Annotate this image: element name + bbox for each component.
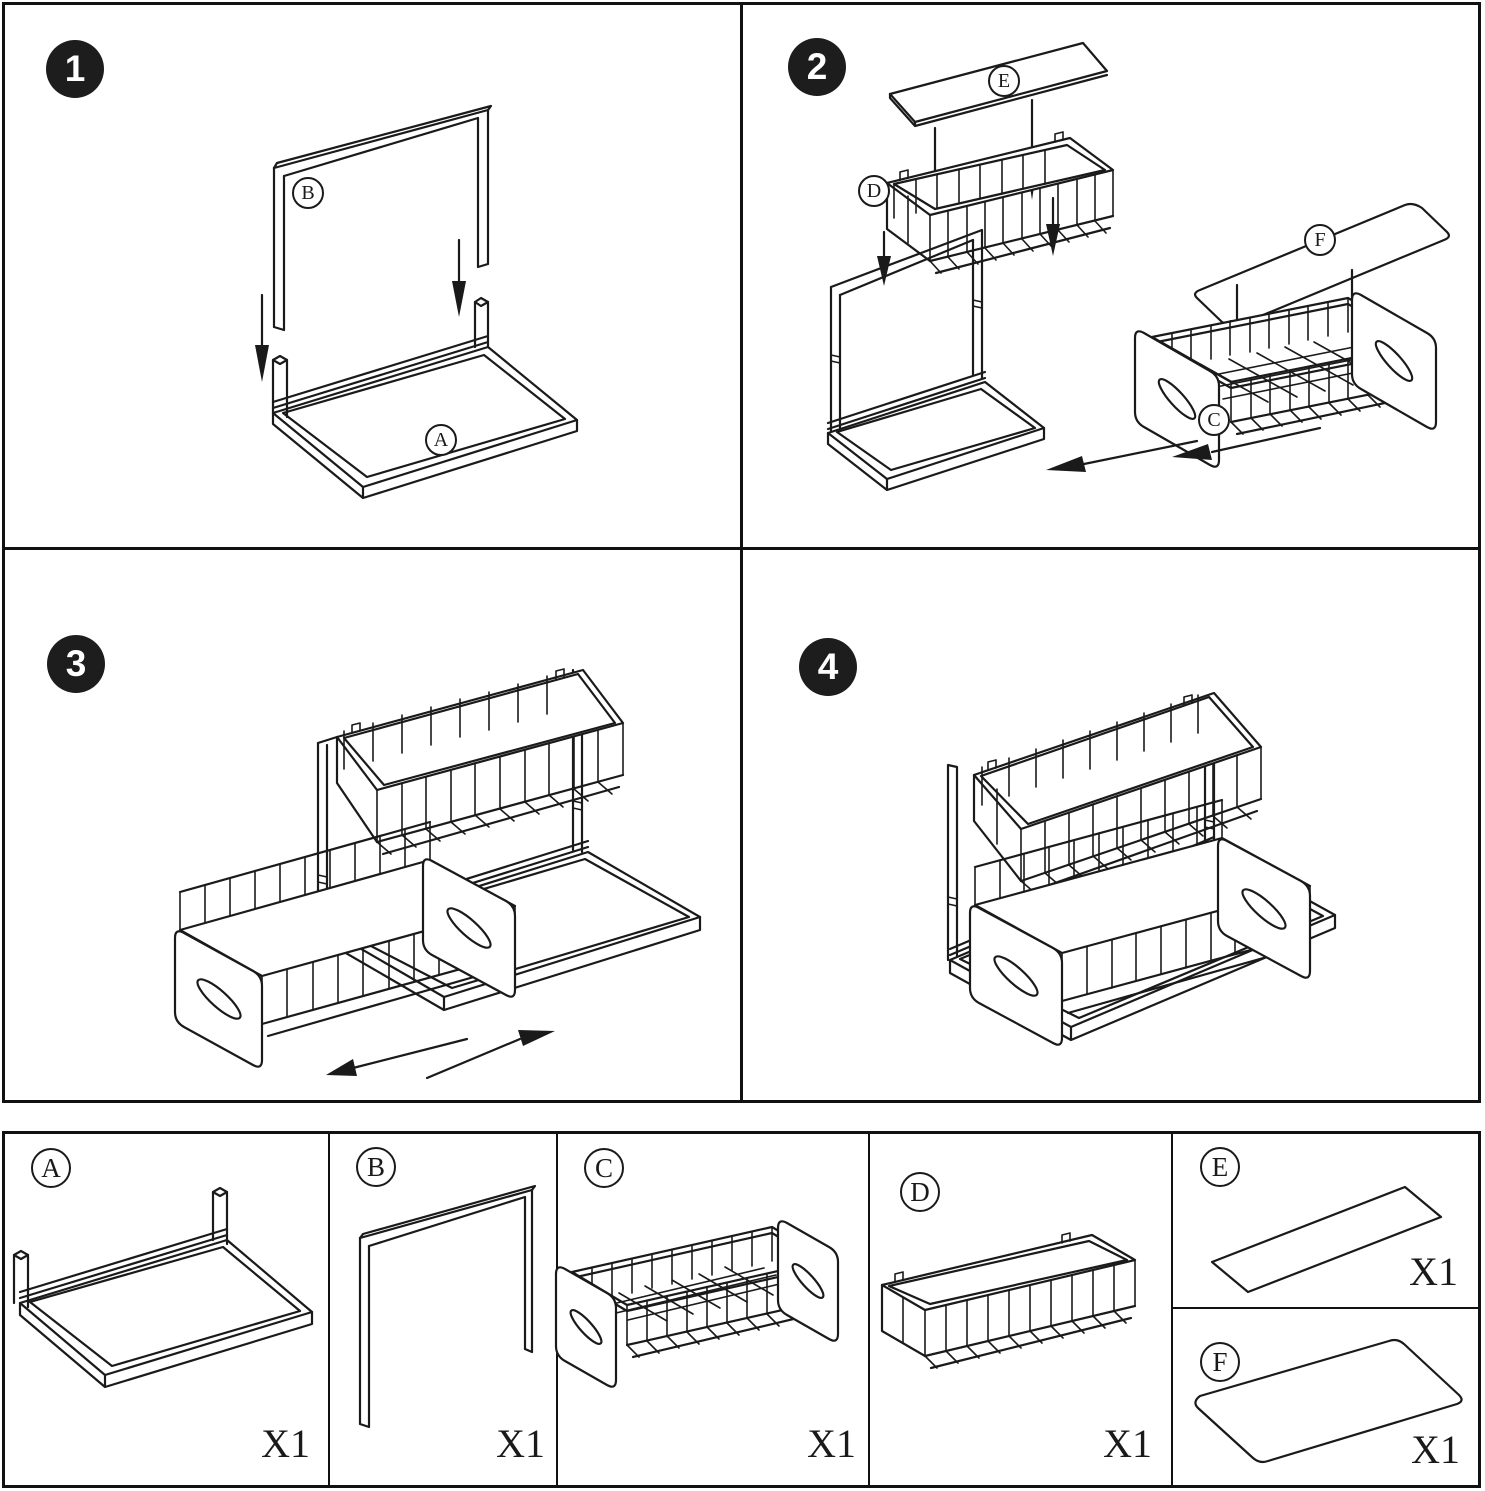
- part-e-label: E: [1200, 1147, 1240, 1187]
- parts-list-border: [2, 1131, 1481, 1488]
- part-a-quantity: X1: [261, 1421, 310, 1466]
- part-b-quantity: X1: [496, 1421, 545, 1466]
- steps-grid-border: [2, 2, 1481, 1103]
- drawer-c-slid-out-drawing: [173, 820, 517, 1068]
- basket-c-drawing: [1133, 292, 1438, 468]
- parts-list-diagrams: [12, 1184, 1463, 1464]
- slide-left-arrow-icon: [1046, 426, 1322, 472]
- step-1-badge: 1: [46, 40, 104, 98]
- part-c-quantity: X1: [807, 1421, 856, 1466]
- part-c-label: C: [584, 1148, 624, 1188]
- part-b-label: B: [356, 1147, 396, 1187]
- basket-d-drawing: [885, 131, 1115, 275]
- step-2-number: 2: [806, 46, 828, 87]
- step1-part-b-label: B: [292, 177, 324, 209]
- step1-part-a-label: A: [425, 424, 457, 456]
- down-arrow-icon: [255, 238, 466, 382]
- part-f-quantity: X1: [1411, 1427, 1460, 1472]
- step-4-badge: 4: [799, 638, 857, 696]
- steps-grid-vertical-divider: [740, 5, 743, 1100]
- parts-divider-cd: [868, 1134, 870, 1485]
- step2-part-d-label: D: [858, 175, 890, 207]
- part-e-quantity: X1: [1409, 1249, 1458, 1294]
- base-part-a-drawing: [271, 296, 579, 500]
- step-3-badge: 3: [47, 635, 105, 693]
- part-f-drawing: [1194, 1338, 1463, 1464]
- step2-part-f-label: F: [1304, 224, 1336, 256]
- step2-part-e-label: E: [988, 65, 1020, 97]
- step-4-number: 4: [817, 646, 839, 687]
- step-3-number: 3: [65, 643, 87, 684]
- steps-grid-horizontal-divider: [5, 547, 1480, 550]
- parts-divider-de: [1171, 1134, 1173, 1485]
- part-b-drawing: [358, 1184, 537, 1429]
- part-c-drawing: [554, 1220, 840, 1388]
- part-a-label: A: [31, 1148, 71, 1188]
- step-1-diagram: [255, 104, 579, 500]
- part-a-drawing: [12, 1186, 314, 1389]
- part-e-drawing: [1210, 1185, 1443, 1294]
- step2-part-c-label: C: [1198, 404, 1230, 436]
- liner-f-drawing: [1193, 202, 1451, 328]
- u-frame-part-b-drawing: [272, 104, 493, 332]
- top-basket-d-drawing: [335, 668, 625, 856]
- step-3-diagram: [173, 668, 702, 1080]
- part-d-quantity: X1: [1103, 1421, 1152, 1466]
- step-2-badge: 2: [788, 38, 846, 96]
- frame-on-base-drawing: [826, 228, 1046, 492]
- part-d-label: D: [900, 1172, 940, 1212]
- top-basket-d-drawing: [972, 691, 1263, 895]
- part-f-label: F: [1200, 1342, 1240, 1382]
- parts-divider-ef: [1173, 1307, 1479, 1309]
- part-d-drawing: [880, 1232, 1137, 1370]
- down-arrow-icon: [877, 196, 1060, 286]
- slide-double-arrow-icon: [326, 1030, 555, 1080]
- step-1-number: 1: [64, 48, 86, 89]
- drawer-c-inside-drawing: [968, 798, 1312, 1046]
- parts-divider-ab: [328, 1134, 330, 1485]
- step-4-diagram: [946, 691, 1337, 1046]
- step-2-diagram: [826, 41, 1451, 492]
